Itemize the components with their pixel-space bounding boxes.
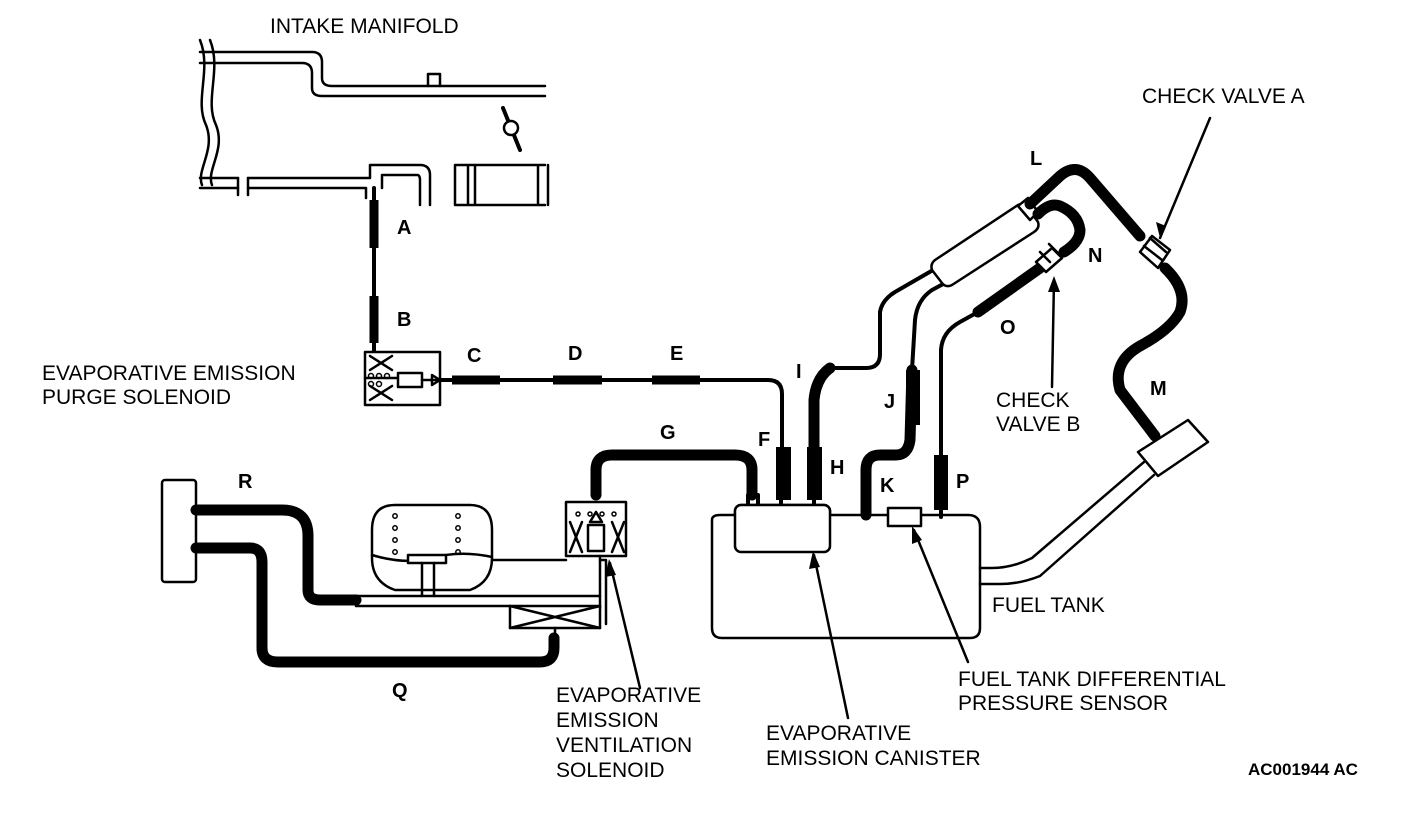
purge-solenoid-label-line1: EVAPORATIVE EMISSION	[42, 362, 296, 385]
figure-code: AC001944 AC	[1248, 760, 1358, 779]
purge-solenoid	[363, 350, 442, 407]
pressure-sensor-label-line2: PRESSURE SENSOR	[958, 692, 1168, 715]
ventilation-solenoid	[564, 500, 628, 626]
hose-letter-e: E	[670, 343, 683, 365]
hose-g	[590, 449, 758, 501]
hose-r-q	[160, 478, 560, 668]
hose-letter-m: M	[1150, 378, 1167, 400]
intake-manifold	[198, 38, 550, 207]
hose-letter-n: N	[1088, 245, 1102, 267]
hose-letter-f: F	[758, 429, 770, 451]
hose-letter-p: P	[956, 471, 969, 493]
check-valve-b	[1034, 242, 1064, 274]
hose-letters: A B C D E F G H I J K L M N O P Q R	[238, 148, 1167, 702]
hose-letter-j: J	[884, 391, 895, 413]
hose-letter-o: O	[1000, 317, 1016, 339]
hose-letter-h: H	[830, 457, 844, 479]
fuel-tank	[710, 503, 982, 640]
canister-label-line1: EVAPORATIVE	[766, 722, 911, 745]
check-valve-b-label-line2: VALVE B	[996, 413, 1080, 436]
check-valve-a	[1112, 234, 1188, 442]
hose-letter-c: C	[467, 345, 481, 367]
hose-letter-g: G	[660, 422, 676, 444]
vapor-valve-assembly	[930, 164, 1146, 288]
ventilation-solenoid-label-line1: EVAPORATIVE	[556, 684, 701, 707]
hose-j-k	[860, 274, 960, 521]
check-valve-a-label: CHECK VALVE A	[1142, 85, 1305, 108]
hose-letter-q: Q	[392, 680, 408, 702]
hose-letter-r: R	[238, 471, 253, 493]
hose-letter-a: A	[397, 217, 411, 239]
hose-letter-b: B	[397, 309, 411, 331]
hose-letter-i: I	[796, 361, 802, 383]
pressure-sensor-label-line1: FUEL TANK DIFFERENTIAL	[958, 668, 1226, 691]
component-labels: INTAKE MANIFOLD CHECK VALVE A EVAPORATIV…	[42, 15, 1358, 782]
ventilation-solenoid-label-line3: VENTILATION	[556, 734, 692, 757]
fuel-tank-label: FUEL TANK	[992, 594, 1105, 617]
air-filter-assembly	[354, 503, 602, 642]
fuel-filler	[978, 418, 1210, 586]
check-valve-b-label-line1: CHECK	[996, 389, 1070, 412]
ventilation-solenoid-label-line4: SOLENOID	[556, 759, 665, 782]
ventilation-solenoid-label-line2: EMISSION	[556, 709, 659, 732]
purge-line-c-d-e	[438, 375, 791, 512]
canister-label-line2: EMISSION CANISTER	[766, 747, 981, 770]
hose-letter-k: K	[880, 475, 895, 497]
purge-solenoid-label-line2: PURGE SOLENOID	[42, 386, 231, 409]
intake-manifold-label: INTAKE MANIFOLD	[270, 15, 459, 38]
hose-letter-d: D	[568, 343, 582, 365]
hose-p-o	[934, 262, 1046, 519]
hose-letter-l: L	[1030, 148, 1042, 170]
leader-lines	[605, 116, 1212, 720]
